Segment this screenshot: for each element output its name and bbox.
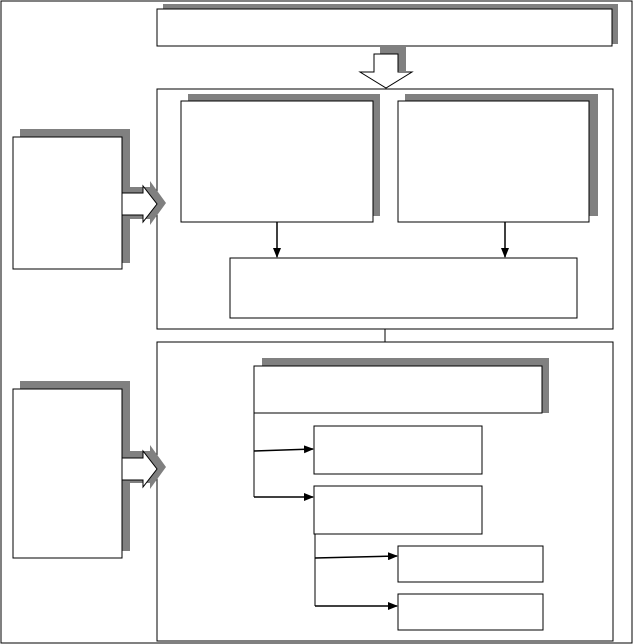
branch-box-1 xyxy=(313,425,483,475)
side-box-bottom xyxy=(12,381,130,559)
upper-merge-box xyxy=(229,257,578,319)
sub-branch-box-2 xyxy=(397,593,544,631)
top-bar xyxy=(156,4,618,47)
sub-branch-box-1 xyxy=(397,545,544,583)
top-down-block-arrow xyxy=(358,47,414,89)
upper-right-box xyxy=(397,94,598,223)
upper-left-box xyxy=(180,94,380,223)
side-bottom-block-arrow xyxy=(121,445,166,489)
side-box-top xyxy=(12,129,130,270)
branch-arrow-1 xyxy=(253,445,314,454)
sub-branch-arrow-1 xyxy=(314,552,398,561)
branch-box-2 xyxy=(313,485,483,535)
lower-header-box xyxy=(253,358,549,414)
side-top-block-arrow xyxy=(121,181,166,225)
